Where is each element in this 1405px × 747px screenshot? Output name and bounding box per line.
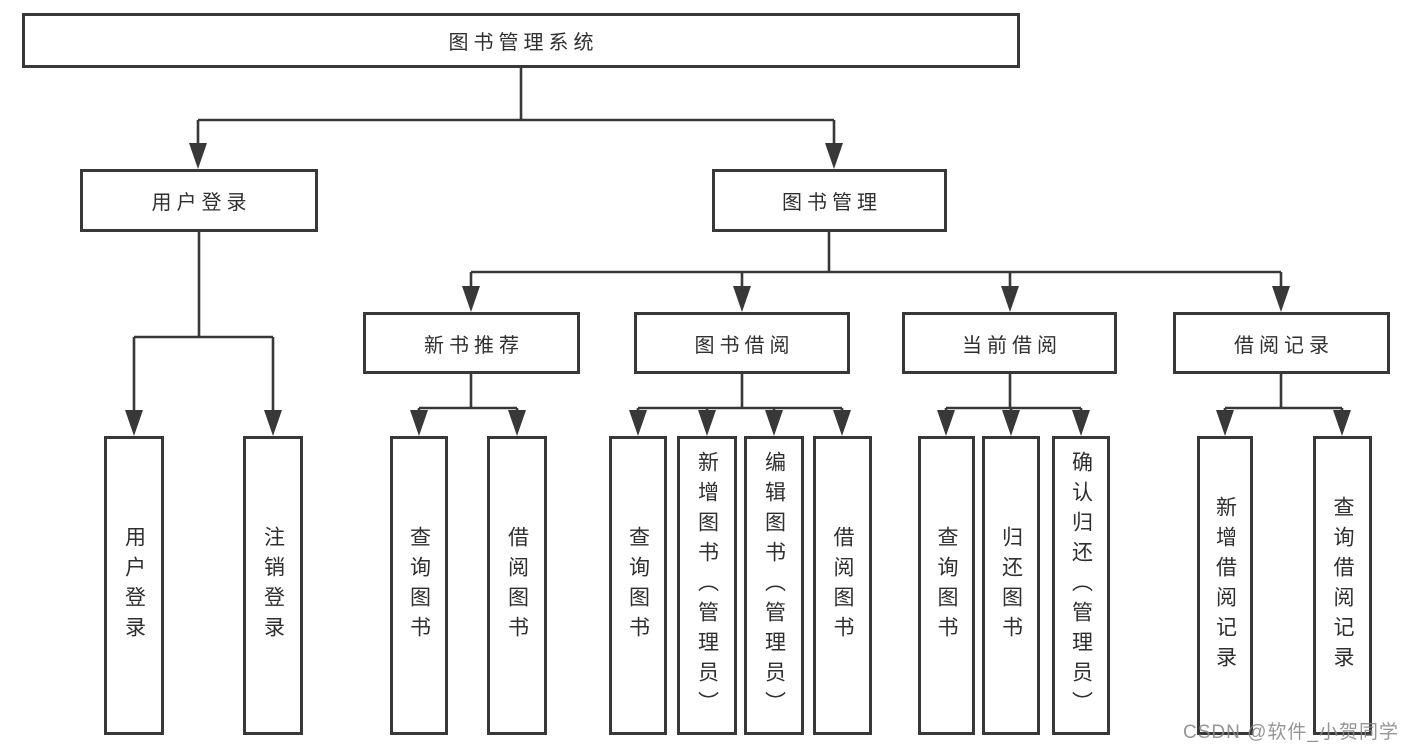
- node-label: 查询图书: [626, 525, 650, 646]
- leaf-query-borrow-record: 查询借阅记录: [1313, 436, 1372, 735]
- node-label: 编辑图书（管理员）: [762, 450, 786, 721]
- leaf-return-books: 归还图书: [982, 436, 1040, 735]
- node-label: 借阅图书: [505, 525, 529, 646]
- leaf-add-borrow-record: 新增借阅记录: [1197, 436, 1253, 735]
- node-label: 当前借阅: [962, 334, 1062, 357]
- node-user-login: 用户登录: [80, 169, 318, 232]
- node-label: 图书借阅: [694, 334, 795, 357]
- leaf-query-books-1: 查询图书: [390, 436, 448, 735]
- leaf-edit-books-admin: 编辑图书（管理员）: [744, 436, 804, 735]
- node-label: 图书管理: [782, 192, 882, 214]
- node-label: 新增借阅记录: [1213, 495, 1237, 676]
- node-label: 查询图书: [407, 525, 431, 646]
- node-root-system: 图书管理系统: [22, 13, 1020, 68]
- leaf-user-login: 用户登录: [104, 436, 164, 735]
- node-label: 查询借阅记录: [1331, 495, 1354, 676]
- node-label: 新书推荐: [424, 334, 524, 357]
- leaf-borrow-books-2: 借阅图书: [813, 436, 872, 735]
- node-label: 用户登录: [151, 192, 252, 214]
- node-label: 归还图书: [999, 525, 1023, 646]
- leaf-confirm-return-admin: 确认归还（管理员）: [1052, 436, 1110, 735]
- node-label: 借阅记录: [1234, 334, 1334, 357]
- leaf-query-books-2: 查询图书: [609, 436, 667, 735]
- node-current-borrowing: 当前借阅: [902, 312, 1117, 374]
- node-book-borrowing: 图书借阅: [634, 312, 850, 374]
- node-label: 图书管理系统: [448, 32, 599, 54]
- leaf-borrow-books-1: 借阅图书: [487, 436, 547, 735]
- csdn-watermark: CSDN @软件_小贺同学: [1183, 722, 1399, 743]
- node-label: 确认归还（管理员）: [1069, 450, 1093, 721]
- leaf-add-books-admin: 新增图书（管理员）: [677, 436, 737, 735]
- node-label: 用户登录: [122, 525, 146, 646]
- node-book-management: 图书管理: [712, 169, 947, 232]
- node-label: 注销登录: [261, 525, 285, 646]
- leaf-logout: 注销登录: [243, 436, 303, 735]
- node-label: 新增图书（管理员）: [695, 450, 719, 721]
- node-label: 借阅图书: [831, 525, 854, 646]
- node-borrowing-records: 借阅记录: [1173, 312, 1390, 374]
- node-new-book-recommend: 新书推荐: [363, 312, 580, 374]
- node-label: 查询图书: [935, 525, 958, 646]
- leaf-query-books-3: 查询图书: [918, 436, 975, 735]
